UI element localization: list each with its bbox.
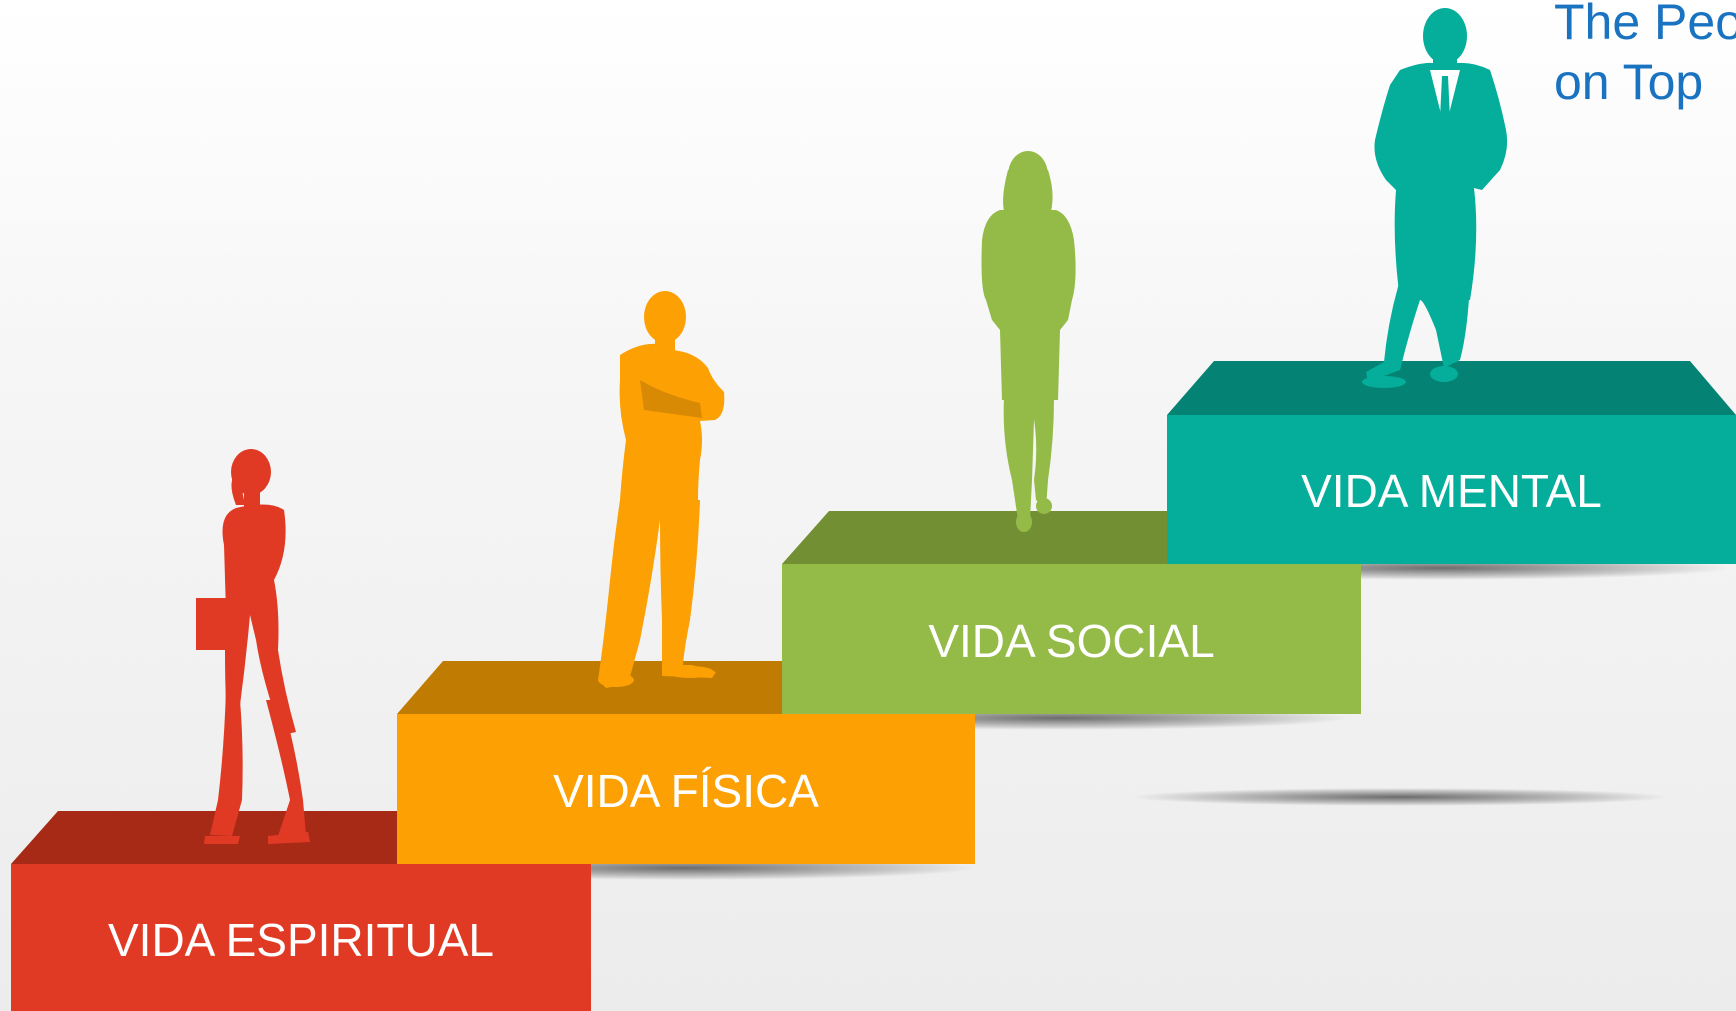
step-label-vida-fisica: VIDA FÍSICA xyxy=(553,765,819,817)
header-title-line-1: The Peo xyxy=(1554,0,1736,50)
step-4-front xyxy=(1167,415,1736,564)
step-label-vida-espiritual: VIDA ESPIRITUAL xyxy=(107,914,494,966)
step-label-vida-mental: VIDA MENTAL xyxy=(1301,465,1602,517)
step-label-vida-social: VIDA SOCIAL xyxy=(928,615,1215,667)
step-vida-social xyxy=(782,511,1361,714)
woman-standing-silhouette-icon xyxy=(981,151,1076,532)
woman-with-folder-silhouette-icon xyxy=(196,449,310,844)
header-title: The Peo on Top xyxy=(1554,0,1736,112)
step-2-front xyxy=(397,714,975,864)
man-hands-in-pockets-silhouette-icon xyxy=(1362,8,1508,388)
step-4-top xyxy=(1167,361,1736,415)
header-title-line-2: on Top xyxy=(1554,54,1704,110)
man-arms-crossed-silhouette-icon xyxy=(598,291,725,688)
step-3-front xyxy=(782,564,1361,714)
step-vida-mental xyxy=(1167,361,1736,564)
step-1-front xyxy=(11,864,591,1011)
shadow-step-5 xyxy=(1130,788,1670,806)
